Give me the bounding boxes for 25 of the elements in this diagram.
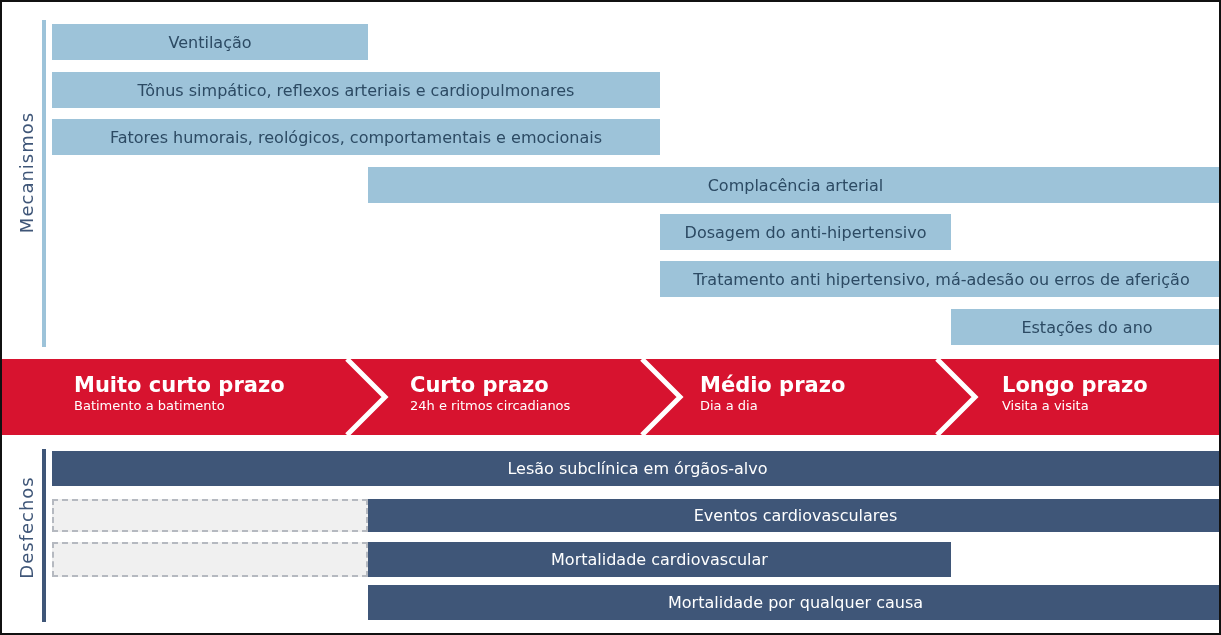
placeholder-bar <box>52 499 368 532</box>
mechanism-bar: Tratamento anti hipertensivo, má-adesão ou erros de aferição <box>660 261 1219 297</box>
mechanism-bar: Complacência arterial <box>368 167 1219 203</box>
phase-heading: Longo prazo <box>1002 373 1149 397</box>
mechanism-bar: Ventilação <box>52 24 368 60</box>
phase-subtitle: 24h e ritmos circadianos <box>410 397 572 415</box>
phase-heading: Curto prazo <box>410 373 550 397</box>
phase-heading: Muito curto prazo <box>74 373 286 397</box>
phase-subtitle: Batimento a batimento <box>74 397 226 415</box>
placeholder-bar <box>52 542 368 577</box>
outcome-bar: Lesão subclínica em órgãos-alvo <box>52 451 1219 486</box>
outcome-bar: Mortalidade cardiovascular <box>368 542 951 577</box>
phase-heading: Médio prazo <box>700 373 847 397</box>
section-label: Desfechos <box>15 475 37 579</box>
phase-subtitle: Visita a visita <box>1002 397 1090 415</box>
phase-band <box>957 359 1219 435</box>
outcome-bar: Eventos cardiovasculares <box>368 499 1219 532</box>
phase-subtitle: Dia a dia <box>700 397 759 415</box>
mechanism-bar: Dosagem do anti-hipertensivo <box>660 214 951 250</box>
mechanism-bar: Estações do ano <box>951 309 1219 345</box>
phase-band <box>2 359 367 435</box>
outcome-bar: Mortalidade por qualquer causa <box>368 585 1219 620</box>
mechanism-bar: Tônus simpático, reflexos arteriais e cardiopulmonares <box>52 72 660 108</box>
section-label: Mecanismos <box>15 111 37 233</box>
mechanism-bar: Fatores humorais, reológicos, comportamentais e emocionais <box>52 119 660 155</box>
